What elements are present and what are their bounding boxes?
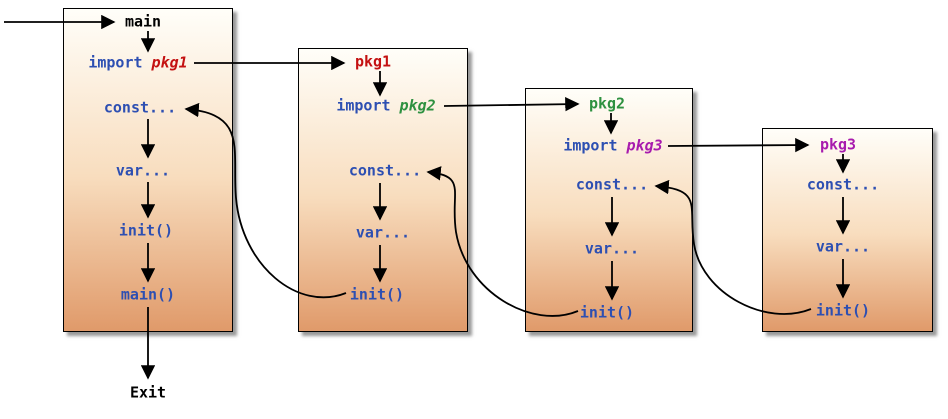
pkg1-import-target: pkg2 — [399, 96, 436, 115]
pkg2-box-title: pkg2 — [588, 94, 626, 113]
main-call-step: main() — [120, 285, 176, 304]
box-pkg2 — [525, 88, 693, 332]
main-init-step: init() — [118, 221, 174, 240]
main-var-step: var... — [115, 161, 171, 180]
pkg2-const-step: const... — [575, 175, 649, 194]
pkg2-import-keyword: import — [563, 136, 618, 155]
pkg3-const-step: const... — [806, 175, 880, 194]
exit-label: Exit — [129, 383, 167, 402]
pkg3-var-step: var... — [815, 237, 871, 256]
pkg1-import-keyword: import — [336, 96, 391, 115]
main-import-keyword: import — [88, 53, 143, 72]
pkg1-var-step: var... — [355, 223, 411, 242]
pkg2-import-statement: import pkg3 — [563, 136, 663, 155]
pkg3-init-step: init() — [815, 301, 871, 320]
pkg3-box-title: pkg3 — [819, 135, 857, 154]
pkg2-import-target: pkg3 — [626, 136, 663, 155]
pkg1-box-title: pkg1 — [354, 52, 392, 71]
pkg1-import-statement: import pkg2 — [336, 96, 436, 115]
main-const-step: const... — [103, 98, 177, 117]
main-import-target: pkg1 — [151, 53, 188, 72]
pkg1-init-step: init() — [349, 285, 405, 304]
main-box-title: main — [124, 12, 162, 31]
pkg1-const-step: const... — [348, 161, 422, 180]
pkg2-var-step: var... — [584, 239, 640, 258]
pkg2-init-step: init() — [579, 303, 635, 322]
main-import-statement: import pkg1 — [88, 53, 188, 72]
